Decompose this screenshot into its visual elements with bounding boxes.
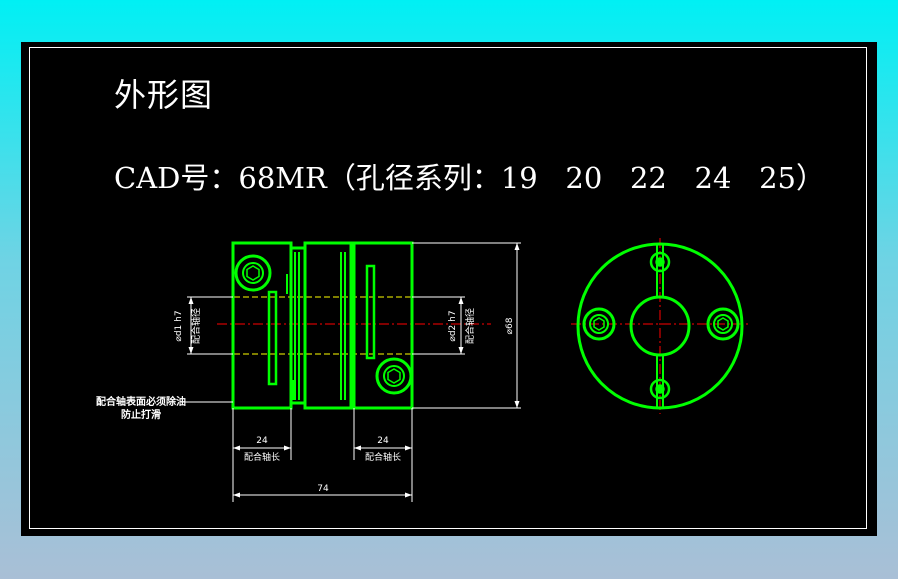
bore-circle [629, 295, 691, 357]
slit-grooves [286, 252, 352, 400]
hidden-bore-lines [234, 296, 411, 355]
bore-series-0: 19 [500, 161, 538, 195]
left-bore-dimension: ⌀d1 h7 [174, 310, 184, 341]
cad-number-line: CAD号：68MR（孔径系列：19 20 22 24 25） [114, 155, 825, 197]
bore-label: （孔径系列： [326, 161, 501, 195]
cad-label: CAD号： [114, 161, 239, 195]
right-bore-dimension: ⌀d2 h7 [448, 310, 458, 341]
end-small-holes [649, 251, 671, 400]
cad-number: 68MR [238, 161, 327, 195]
right-screw-icon [375, 357, 413, 395]
drawing-title: 外形图 [114, 76, 214, 114]
coupling-body [231, 241, 414, 410]
left-clamp-slot [267, 290, 278, 386]
side-view: ⌀d1 h7 配合轴径 ⌀d2 h7 配合轴径 ⌀68 24 配合轴长 24 配… [96, 241, 521, 502]
left-screw-icon [234, 254, 272, 292]
end-view [571, 238, 751, 414]
left-bore-note: 配合轴径 [190, 308, 202, 344]
right-clamp-slot [365, 264, 376, 360]
outer-diameter-dimension: ⌀68 [505, 317, 515, 334]
left-length-dimension: 24 [256, 436, 268, 446]
right-length-note: 配合轴长 [365, 451, 401, 463]
shaft-note-line2: 防止打滑 [121, 408, 161, 421]
right-length-dimension: 24 [377, 436, 389, 446]
center-section [303, 241, 353, 410]
outer-circle [576, 242, 744, 410]
bore-close: ） [796, 161, 826, 195]
dimension-lines [181, 242, 521, 502]
end-right-screw-icon [706, 307, 740, 341]
bore-series-4: 25 [759, 161, 796, 195]
bore-series-2: 22 [629, 161, 667, 195]
drawing-sheet: 外形图 CAD号：68MR（孔径系列：19 20 22 24 25） [21, 42, 877, 536]
left-length-note: 配合轴长 [244, 451, 280, 463]
total-length-dimension: 74 [317, 484, 329, 494]
bore-series-3: 24 [694, 161, 732, 195]
coupling-drawing: ⌀d1 h7 配合轴径 ⌀d2 h7 配合轴径 ⌀68 24 配合轴长 24 配… [96, 238, 751, 502]
right-bore-note: 配合轴径 [464, 308, 476, 344]
dimension-arrows [188, 243, 520, 498]
shaft-note-line1: 配合轴表面必须除油 [96, 395, 186, 408]
bore-series-1: 20 [565, 161, 603, 195]
right-hub [352, 241, 414, 410]
drawing-frame [29, 47, 867, 529]
left-hub [231, 241, 293, 410]
end-left-screw-icon [582, 307, 616, 341]
